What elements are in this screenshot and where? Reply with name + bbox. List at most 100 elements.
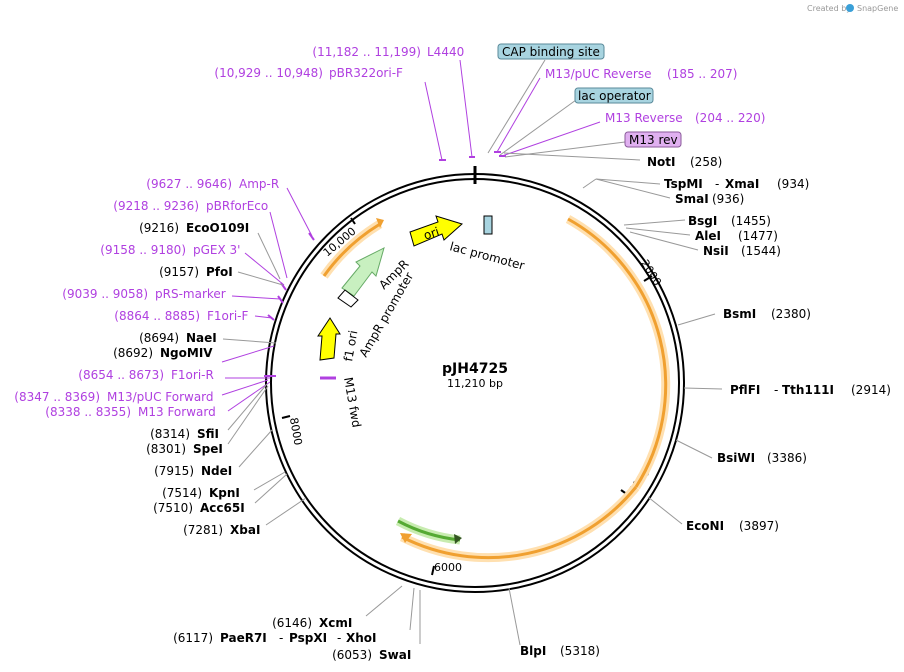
tth111i-name: Tth111I xyxy=(782,383,834,397)
paer7i-pos: (6117) xyxy=(173,631,213,645)
prs-range: (9039 .. 9058) xyxy=(62,287,148,301)
ngomiv-pos: (8692) xyxy=(113,346,153,360)
plasmid-name: pJH4725 xyxy=(442,361,508,377)
xcmi-leader xyxy=(365,585,403,617)
tick-mark-2000 xyxy=(643,275,653,282)
tick-mark-8000 xyxy=(281,415,291,419)
xcmi-name: XcmI xyxy=(319,616,352,630)
ampr-arrow xyxy=(341,247,385,297)
pgex-range: (9158 .. 9180) xyxy=(100,243,186,257)
econi-leader xyxy=(647,496,683,525)
sfii-name: SfiI xyxy=(197,427,219,441)
pfoi-pos: (9157) xyxy=(159,265,199,279)
bsmi-name: BsmI xyxy=(723,307,756,321)
f1orif-range: (8864 .. 8885) xyxy=(114,309,200,323)
bsgi-pos: (1455) xyxy=(731,214,771,228)
paer7i-sep: - xyxy=(279,631,283,645)
pbr322-range: (10,929 .. 10,948) xyxy=(214,66,323,80)
blpi-leader xyxy=(508,587,521,646)
xcmi-pos: (6146) xyxy=(272,616,312,630)
paer7i-sep2: - xyxy=(337,631,341,645)
cap-box xyxy=(497,43,605,60)
m13puc-rev-name: M13/pUC Reverse xyxy=(545,67,652,81)
xbai-name: XbaI xyxy=(230,523,260,537)
paer7i-name: PaeR7I xyxy=(220,631,267,645)
l4440-range: (11,182 .. 11,199) xyxy=(312,45,421,59)
pbrfor-name: pBRforEco xyxy=(206,199,268,213)
f1orif-marker xyxy=(267,314,275,321)
cap-leader xyxy=(487,59,546,154)
naei-pos: (8694) xyxy=(139,331,179,345)
bsiwi-pos: (3386) xyxy=(767,451,807,465)
pflfi-name: PflFI xyxy=(730,383,760,397)
smai-name: SmaI xyxy=(675,192,709,206)
bsgi-name: BsgI xyxy=(688,214,717,228)
orf-bottom-arrowhead xyxy=(400,533,412,543)
f1-ori-arrow xyxy=(317,317,341,361)
pflfi-pos: (2914) xyxy=(851,383,891,397)
pgex-name: pGEX 3' xyxy=(193,243,240,257)
ampr-primer-marker xyxy=(308,232,315,241)
pspxi-name: PspXI xyxy=(289,631,327,645)
orf-left-arc xyxy=(322,222,381,277)
bsiwi-name: BsiWI xyxy=(717,451,755,465)
xbai-leader xyxy=(265,497,307,526)
tick-label-2000: 2000 xyxy=(638,258,664,289)
f1orir-range: (8654 .. 8673) xyxy=(78,368,164,382)
bsiwi-leader xyxy=(675,439,713,459)
credit-text: Created by xyxy=(807,4,851,13)
tspmi-leader-b xyxy=(595,178,661,185)
noti-leader xyxy=(503,152,641,161)
spei-name: SpeI xyxy=(193,442,223,456)
ecoo109i-pos: (9216) xyxy=(139,221,179,235)
kpni-leader xyxy=(253,471,286,491)
m13puc-rev-leader xyxy=(496,77,541,153)
ngomiv-name: NgoMIV xyxy=(160,346,213,360)
pfoi-leader xyxy=(237,271,284,286)
orf-bottom-arc xyxy=(401,486,638,560)
nsii-pos: (1544) xyxy=(741,244,781,258)
noti-name: NotI xyxy=(647,155,676,169)
pbr322-name: pBR322ori-F xyxy=(329,66,403,80)
lacop-box xyxy=(574,87,654,104)
smai-pos: (936) xyxy=(712,192,744,206)
m13puc-rev-range: (185 .. 207) xyxy=(667,67,737,81)
alei-pos: (1477) xyxy=(738,229,778,243)
swai-name: SwaI xyxy=(379,648,411,662)
m13puc-fwd-leader xyxy=(221,379,269,396)
pflfi-leader xyxy=(683,387,723,390)
swai-pos: (6053) xyxy=(332,648,372,662)
ampr-primer-leader xyxy=(286,187,313,237)
econi-name: EcoNI xyxy=(686,519,724,533)
alei-name: AleI xyxy=(695,229,721,243)
l4440-leader xyxy=(459,59,473,158)
pflfi-sep: - xyxy=(774,383,778,397)
blpi-pos: (5318) xyxy=(560,644,600,658)
tspmi-pos: (934) xyxy=(777,177,809,191)
tick-mark-6000 xyxy=(431,565,435,576)
pbrfor-range: (9218 .. 9236) xyxy=(113,199,199,213)
prs-marker xyxy=(277,295,284,304)
m13-rev-range: (204 .. 220) xyxy=(695,111,765,125)
ndei-leader xyxy=(238,429,273,468)
naei-name: NaeI xyxy=(186,331,217,345)
ori-arrow xyxy=(409,215,463,247)
f1orif-name: F1ori-F xyxy=(207,309,248,323)
sfii-pos: (8314) xyxy=(150,427,190,441)
econi-pos: (3897) xyxy=(739,519,779,533)
pbrfor-leader xyxy=(269,211,288,279)
cap-label: CAP binding site xyxy=(502,45,600,59)
tick-label-8000: 8000 xyxy=(287,416,305,446)
blpi-name: BlpI xyxy=(520,644,546,658)
m13-fwd-leader xyxy=(227,381,271,412)
kpni-name: KpnI xyxy=(209,486,240,500)
ampr-primer-name: Amp-R xyxy=(239,177,279,191)
prs-name: pRS-marker xyxy=(155,287,226,301)
tspmi-leader-a xyxy=(582,178,597,189)
sfii-leader xyxy=(227,383,268,431)
tspmi-sep: - xyxy=(715,177,719,191)
bsgi-leader xyxy=(623,219,686,226)
acc65i-pos: (7510) xyxy=(153,501,193,515)
m13puc-fwd-name: M13/pUC Forward xyxy=(107,390,214,404)
